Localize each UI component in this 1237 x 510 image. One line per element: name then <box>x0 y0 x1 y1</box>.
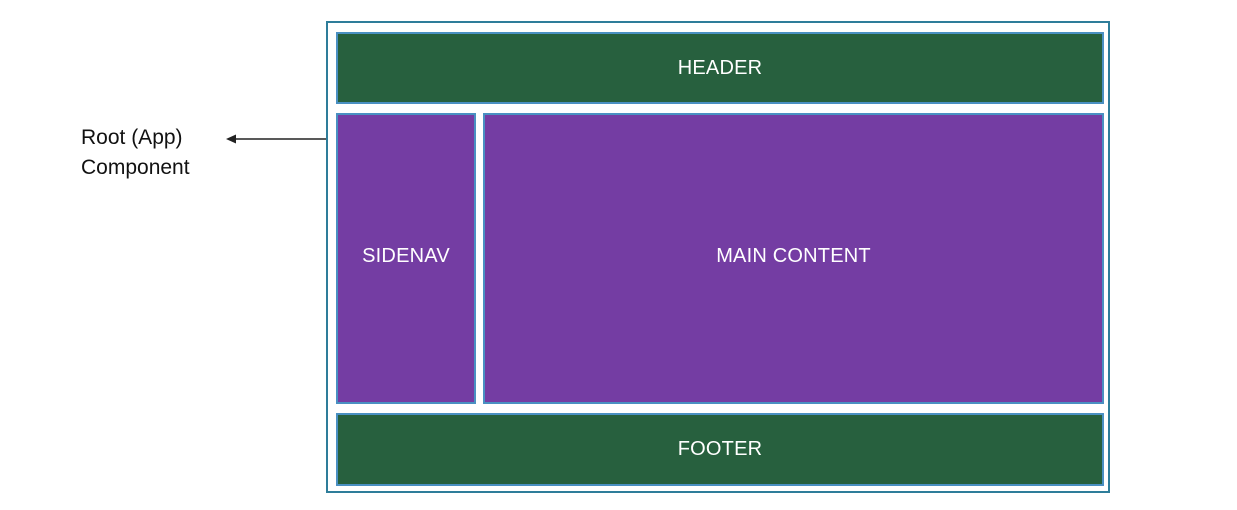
root-label-line-1: Root (App) <box>81 126 183 149</box>
root-label-line-2: Component <box>81 156 190 179</box>
header-region: HEADER <box>336 32 1104 104</box>
pointer-arrow <box>226 134 327 144</box>
sidenav-label: SIDENAV <box>362 245 450 267</box>
sidenav-region: SIDENAV <box>336 113 476 404</box>
main-content-region: MAIN CONTENT <box>483 113 1104 404</box>
root-component-label: Root (App) Component <box>81 123 190 183</box>
footer-region: FOOTER <box>336 413 1104 486</box>
app-root-frame: HEADER SIDENAV MAIN CONTENT FOOTER <box>326 21 1110 493</box>
footer-label: FOOTER <box>677 438 763 460</box>
header-label: HEADER <box>677 56 763 79</box>
main-content-label: MAIN CONTENT <box>716 245 871 267</box>
